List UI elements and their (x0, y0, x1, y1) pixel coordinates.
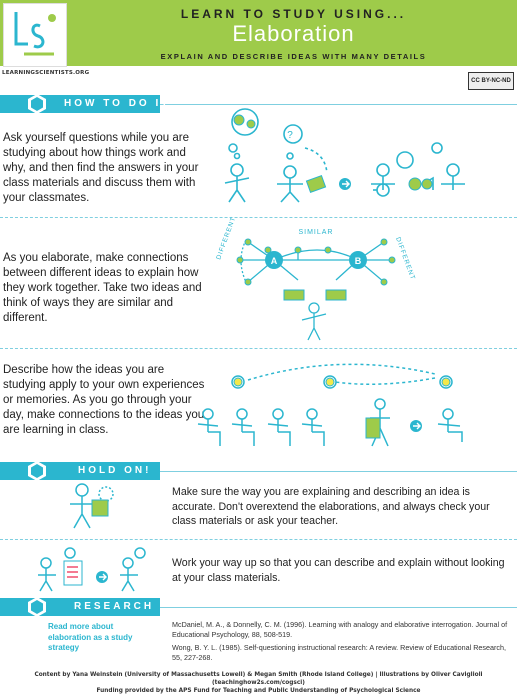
checking-materials-illustration-icon (70, 483, 114, 529)
different-label-right: DIFFERENT (394, 236, 416, 281)
header-banner: LEARN TO STUDY USING... Elaboration EXPL… (0, 0, 517, 67)
license-badge[interactable]: CC BY-NC-ND (468, 72, 514, 90)
site-url[interactable]: LEARNINGSCIENTISTS.ORG (2, 70, 90, 76)
learning-scientists-logo[interactable] (3, 3, 67, 67)
hold-on-text-2: Work your way up so that you can describ… (172, 557, 505, 584)
reference-1: McDaniel, M. A., & Donnelly, C. M. (1996… (172, 620, 508, 639)
section-title-how-to: HOW TO DO IT (64, 98, 171, 109)
questioning-illustration-icon: ? (224, 108, 465, 203)
hexagon-icon (28, 94, 46, 114)
footer-funding-line: Funding provided by the APS Fund for Tea… (96, 688, 421, 694)
step-divider (0, 348, 517, 349)
divider-line (160, 607, 517, 608)
section-title-research: RESEARCH (74, 601, 155, 612)
hexagon-icon (28, 461, 46, 481)
read-more-link[interactable]: Read more about elaboration as a study s… (48, 622, 133, 652)
different-label-left: DIFFERENT (215, 216, 237, 261)
compare-ideas-illustration-icon: A B SIMILAR DIFFERENT DIFFERENT (215, 216, 416, 341)
divider-line (160, 471, 517, 472)
section-title-hold-on: HOLD ON! (78, 465, 152, 476)
divider-line (160, 104, 517, 105)
idea-b-label: B (355, 256, 362, 266)
hold-on-text-1: Make sure the way you are explaining and… (172, 486, 490, 527)
page-subtitle: EXPLAIN AND DESCRIBE IDEAS WITH MANY DET… (160, 52, 427, 61)
idea-a-label: A (271, 256, 278, 266)
footer-credit-line: Content by Yana Weinstein (University of… (34, 672, 483, 686)
logo-icon (14, 12, 56, 56)
similar-label: SIMILAR (298, 229, 333, 236)
real-life-connection-illustration-icon (197, 363, 463, 447)
header-kicker: LEARN TO STUDY USING... (180, 7, 407, 21)
page-title: Elaboration (232, 21, 355, 46)
step-2-text: As you elaborate, make connections betwe… (3, 252, 202, 324)
svg-text:?: ? (287, 130, 293, 141)
step-divider (0, 539, 517, 540)
reference-2: Wong, B. Y. L. (1985). Self-questioning … (172, 643, 507, 662)
explain-without-notes-illustration-icon (38, 547, 146, 592)
step-divider (0, 217, 517, 218)
hexagon-icon (28, 597, 46, 617)
step-3-text: Describe how the ideas you are studying … (3, 364, 205, 436)
step-1-text: Ask yourself questions while you are stu… (3, 132, 199, 204)
footer-credits: Content by Yana Weinstein (University of… (0, 671, 517, 695)
